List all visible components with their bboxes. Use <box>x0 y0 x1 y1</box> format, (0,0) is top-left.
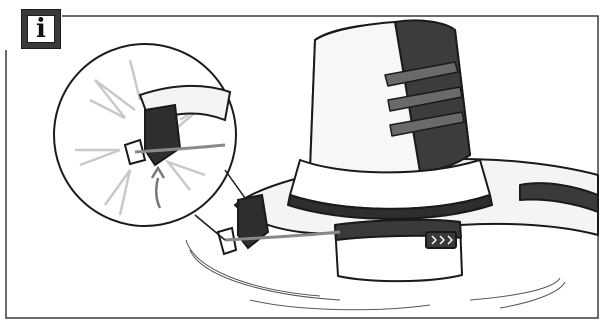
line-cutter-blade <box>218 195 268 254</box>
info-icon: i <box>27 15 55 43</box>
info-badge: i <box>21 9 61 49</box>
trimmer-head-housing <box>235 20 598 281</box>
magnified-detail <box>54 44 236 226</box>
